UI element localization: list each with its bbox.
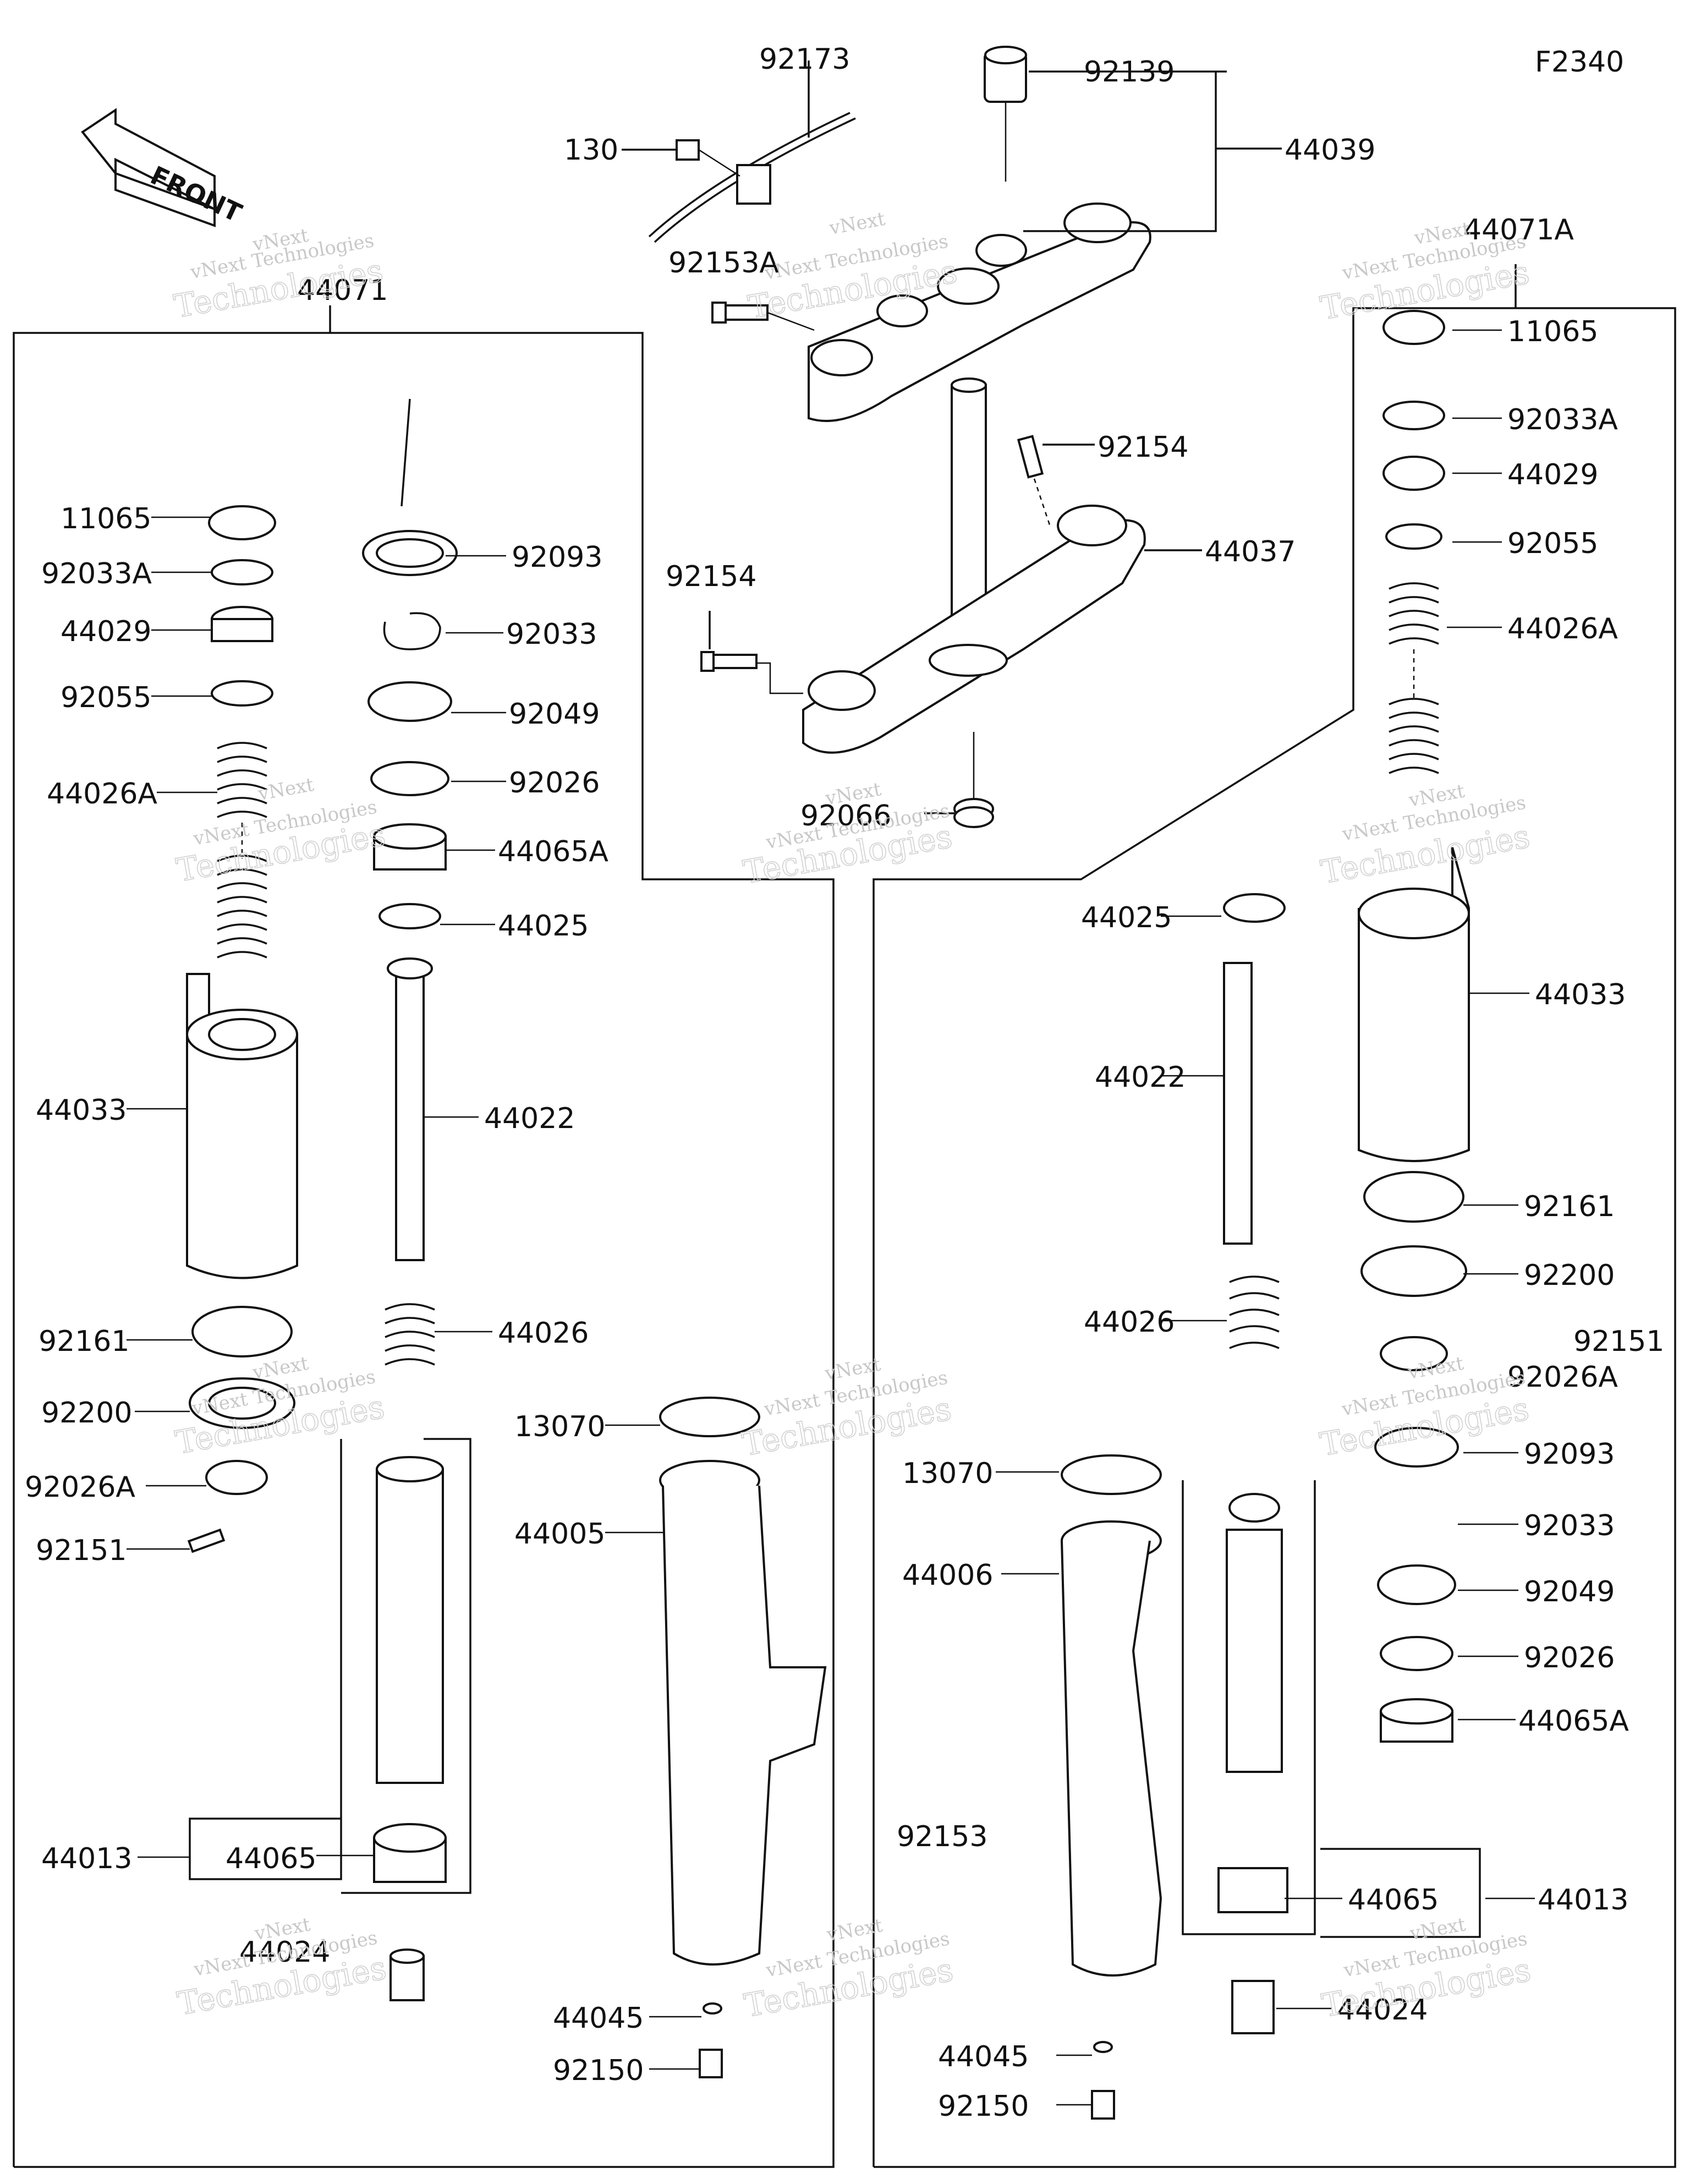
- watermark-1: vNext vNext Technologies Technologies: [171, 225, 386, 326]
- callout-left-92026A: 92026A: [25, 1471, 135, 1504]
- right-column-a: [1061, 893, 1316, 2120]
- callout-left-13070: 13070: [514, 1410, 605, 1443]
- left-fork-frame: [13, 305, 835, 2168]
- callout-44039: 44039: [1285, 134, 1375, 167]
- callout-right-44022: 44022: [1095, 1061, 1186, 1094]
- callout-left-44065: 44065: [226, 1842, 316, 1875]
- figure-code: F2340: [1535, 46, 1624, 79]
- callout-right-44065A: 44065A: [1518, 1705, 1629, 1738]
- callout-right-44033: 44033: [1535, 978, 1626, 1011]
- callout-right-92033A: 92033A: [1507, 403, 1618, 436]
- callout-right-44026A: 44026A: [1507, 612, 1618, 645]
- callout-right-92161: 92161: [1524, 1190, 1615, 1223]
- callout-left-44033: 44033: [36, 1094, 127, 1127]
- callout-left-44026A: 44026A: [47, 778, 157, 811]
- watermark-9: vNext vNext Technologies Technologies: [1316, 1353, 1532, 1464]
- assembly-label-right: 44071A: [1463, 214, 1574, 247]
- callout-right-44065: 44065: [1348, 1884, 1439, 1917]
- spring-44026A-right: [1389, 582, 1439, 774]
- callout-right-92055: 92055: [1507, 527, 1598, 560]
- callout-right-92150: 92150: [938, 2090, 1029, 2123]
- callout-right-92093: 92093: [1524, 1438, 1615, 1471]
- callout-left-11065: 11065: [61, 502, 151, 535]
- callout-left-44005: 44005: [514, 1518, 605, 1551]
- callout-right-44026: 44026: [1084, 1306, 1175, 1339]
- watermark-5: vNext vNext Technologies Technologies: [740, 778, 955, 891]
- watermark-2-line1: vNext: [827, 208, 887, 239]
- watermark-8: vNext vNext Technologies Technologies: [739, 1353, 954, 1464]
- bolt-92154-upper: [1017, 435, 1095, 529]
- right-fork-frame: [873, 264, 1676, 2168]
- callout-left-44029: 44029: [61, 615, 151, 648]
- callout-left-92161: 92161: [39, 1325, 129, 1358]
- callout-right-92151: 92151: [1573, 1325, 1664, 1358]
- callout-right-92033: 92033: [1524, 1509, 1615, 1542]
- callout-right-44024: 44024: [1337, 1994, 1428, 2027]
- watermark-12: vNext vNext Technologies Technologies: [1319, 1913, 1534, 2024]
- callout-92173: 92173: [759, 43, 850, 76]
- outer-tube-44005: [659, 1397, 827, 2078]
- callout-left-92055: 92055: [61, 681, 151, 714]
- callout-left-92200: 92200: [41, 1397, 132, 1430]
- callout-right-92026: 92026: [1524, 1641, 1615, 1674]
- callout-left-44022: 44022: [484, 1102, 575, 1135]
- cap-92139: [984, 46, 1227, 182]
- callout-130: 130: [564, 134, 618, 167]
- bolt-130: [622, 139, 740, 177]
- callout-right-44029: 44029: [1507, 458, 1598, 491]
- callout-92154-lower: 92154: [666, 560, 756, 593]
- callout-left-44024: 44024: [239, 1936, 330, 1969]
- callout-right-92026A: 92026A: [1507, 1361, 1618, 1394]
- leaders: [127, 329, 1535, 2106]
- callout-left-92151: 92151: [36, 1534, 127, 1567]
- callout-left-92049: 92049: [509, 698, 600, 731]
- callout-right-92200: 92200: [1524, 1259, 1615, 1292]
- callout-44037: 44037: [1205, 535, 1296, 568]
- watermark-11: vNext vNext Technologies Technologies: [741, 1914, 956, 2025]
- callout-92139: 92139: [1084, 56, 1175, 89]
- callout-right-44045: 44045: [938, 2040, 1029, 2073]
- callout-left-92033: 92033: [506, 618, 597, 651]
- callout-right-92153: 92153: [897, 1820, 987, 1853]
- callout-right-13070: 13070: [902, 1457, 993, 1490]
- callout-92066: 92066: [800, 800, 891, 833]
- callout-left-44065A: 44065A: [498, 835, 608, 868]
- callout-right-44025: 44025: [1081, 901, 1172, 934]
- callout-right-44013: 44013: [1538, 1884, 1628, 1917]
- bolt-92154-lower: [700, 611, 803, 694]
- callout-left-44045: 44045: [553, 2002, 644, 2035]
- left-column-a: [186, 505, 298, 1553]
- tube-44033-left: [186, 973, 298, 1279]
- callout-right-44006: 44006: [902, 1559, 993, 1592]
- assembly-label-left: 44071: [297, 274, 388, 307]
- callout-left-44013: 44013: [41, 1842, 132, 1875]
- left-column-b: [189, 398, 471, 2001]
- wire-92173: [648, 61, 856, 243]
- watermark-4-line1: vNext: [256, 774, 316, 805]
- callout-left-92150: 92150: [553, 2054, 644, 2087]
- steering-stem-44037: [802, 377, 1202, 754]
- bolt-92153A: [711, 302, 815, 331]
- callout-left-44026: 44026: [498, 1317, 589, 1350]
- front-arrow-icon: FRONT: [81, 108, 246, 228]
- upper-triple-clamp-44039: [808, 72, 1282, 422]
- watermark-10: vNext vNext Technologies Technologies: [174, 1913, 389, 2023]
- callout-left-92033A: 92033A: [41, 557, 152, 590]
- callout-right-11065: 11065: [1507, 315, 1598, 348]
- spring-44026A-left: [217, 742, 267, 959]
- right-column-b: [1320, 310, 1481, 1938]
- callout-left-92093: 92093: [512, 541, 602, 574]
- watermark-6: vNext vNext Technologies Technologies: [1318, 780, 1533, 891]
- watermark-7: vNext vNext Technologies Technologies: [172, 1353, 387, 1462]
- callout-92154-upper: 92154: [1098, 431, 1188, 464]
- seal-92066: [924, 732, 994, 828]
- callout-right-92049: 92049: [1524, 1575, 1615, 1608]
- callout-92153A: 92153A: [668, 247, 779, 280]
- callout-left-44025: 44025: [498, 910, 589, 943]
- callout-left-92026: 92026: [509, 767, 600, 800]
- watermark-4: vNext vNext Technologies Technologies: [173, 774, 388, 890]
